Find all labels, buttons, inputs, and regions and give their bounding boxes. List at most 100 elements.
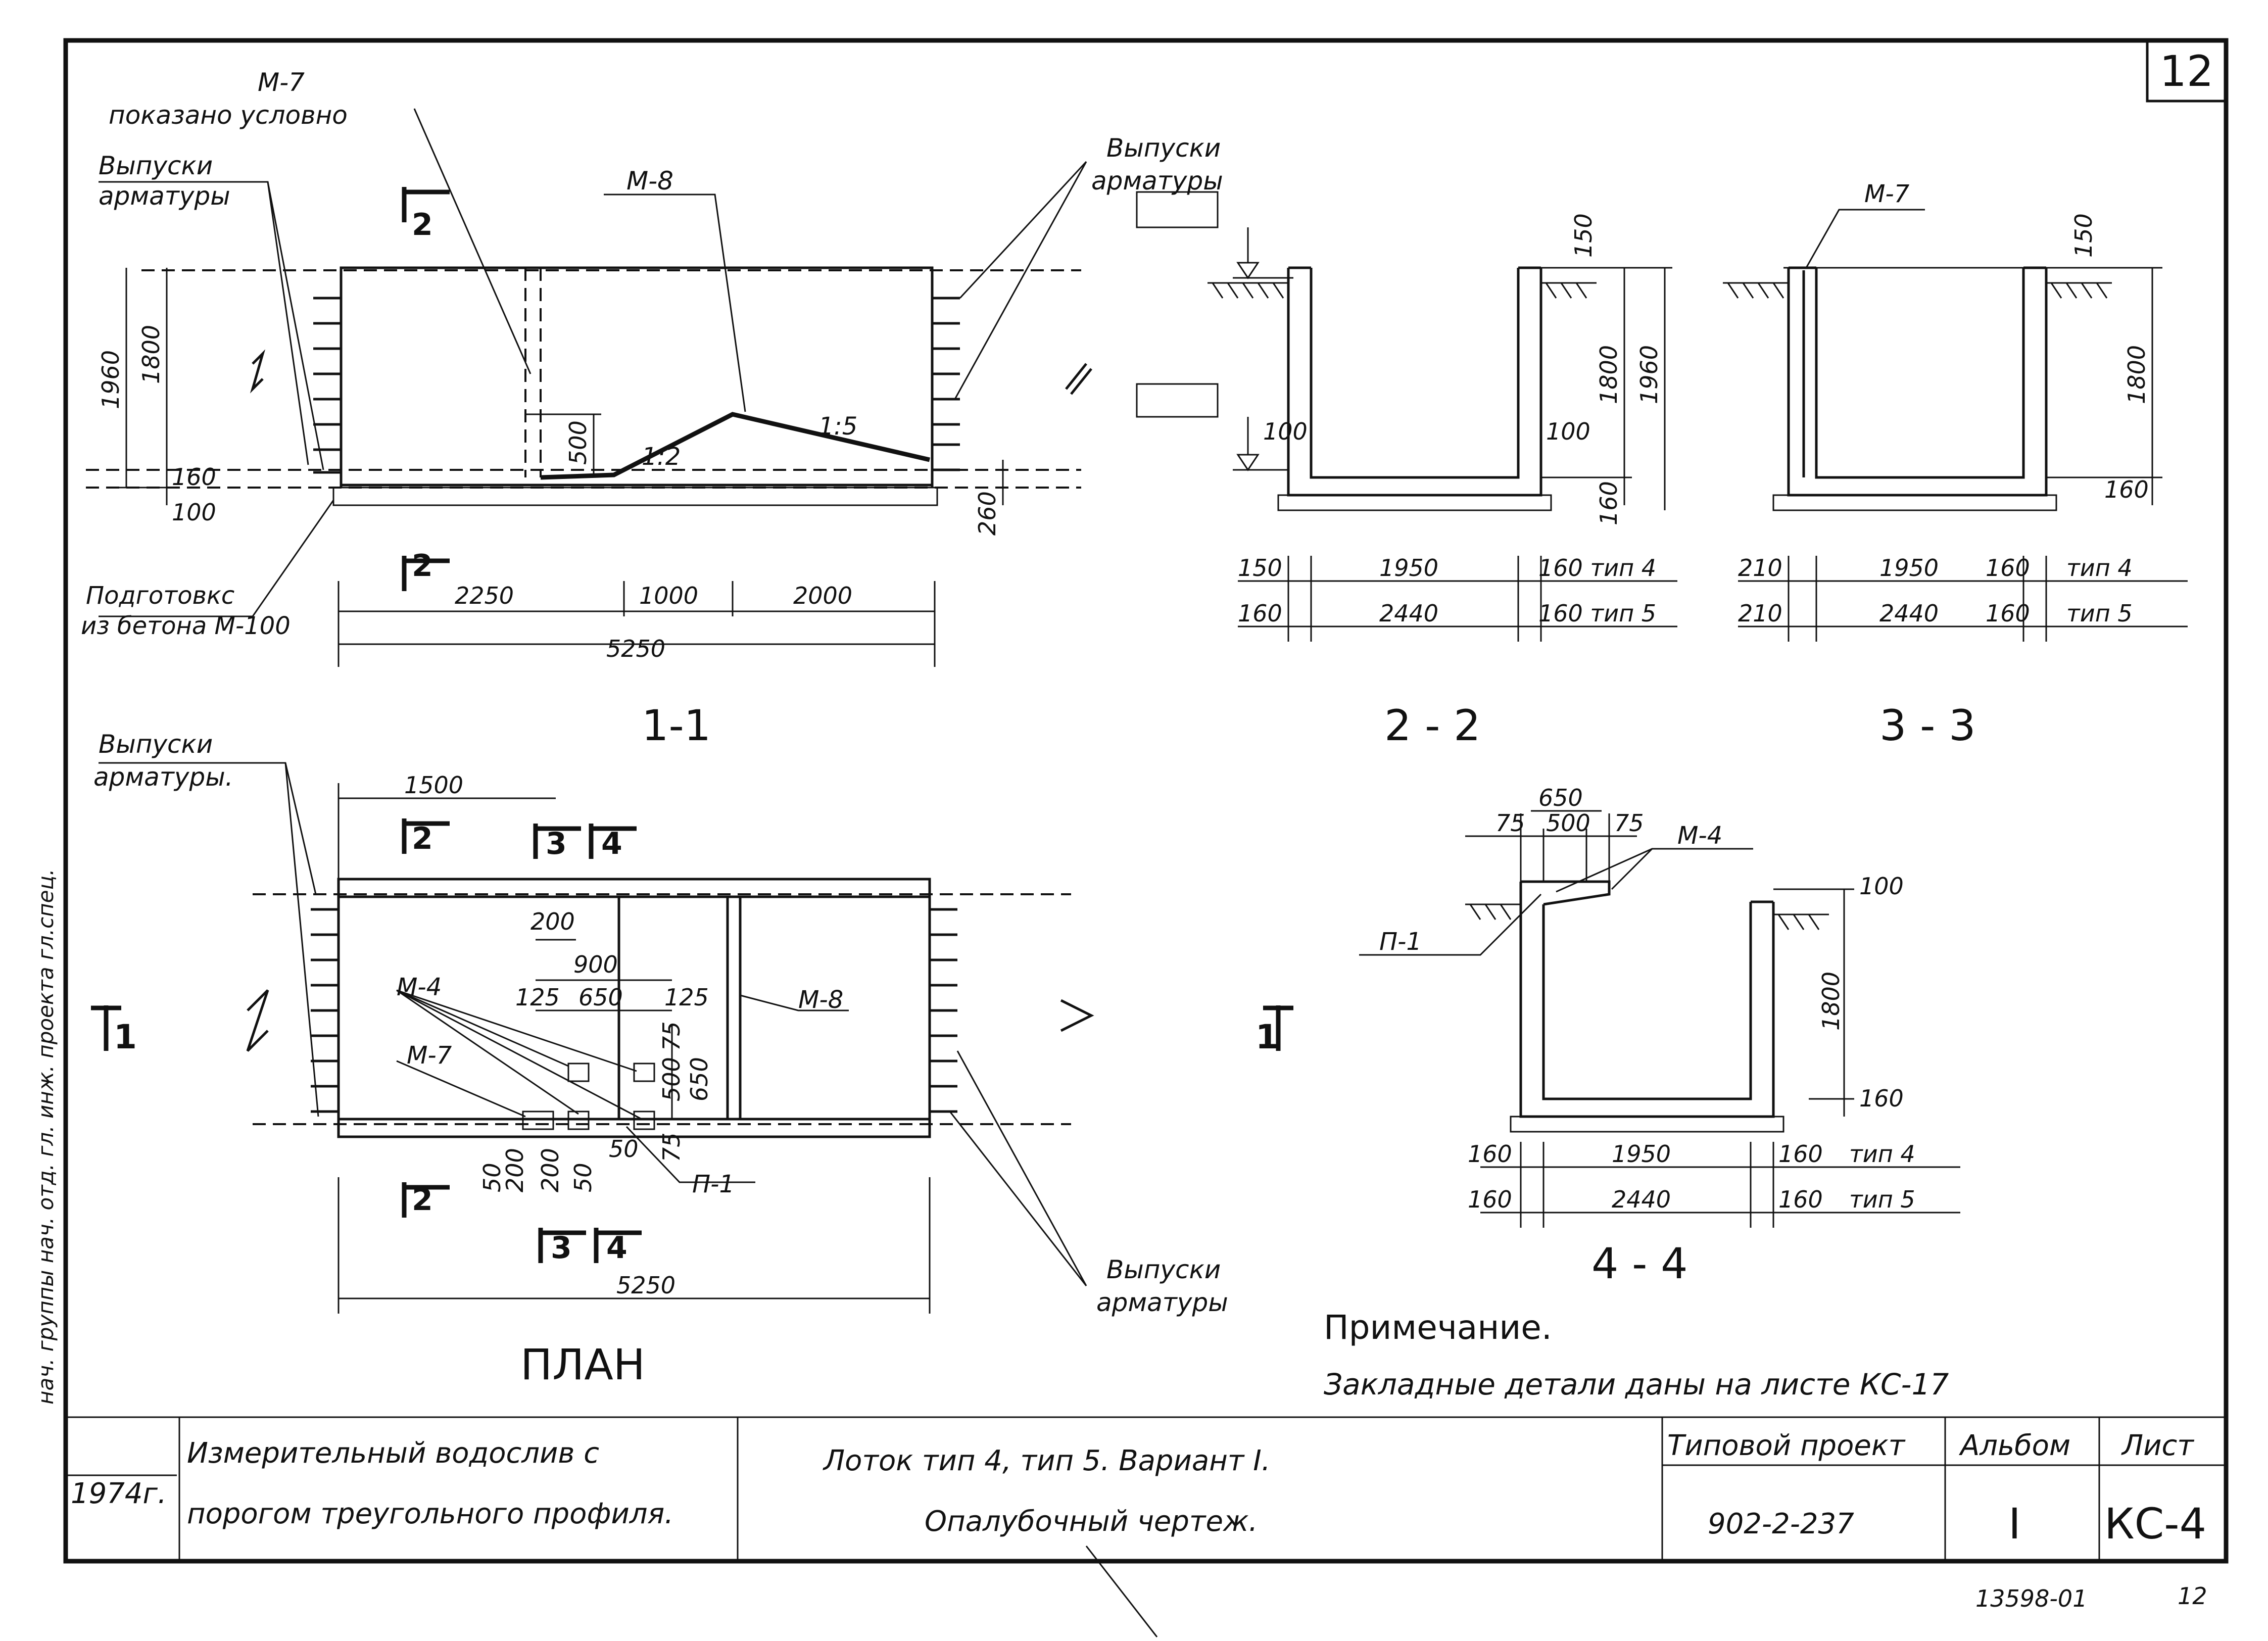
s22-r1-b: 1950 xyxy=(1379,554,1438,582)
plan-mark-3b: 3 xyxy=(551,1230,572,1266)
plan-dim-650: 650 xyxy=(578,984,623,1011)
m4-plan-label: М-4 xyxy=(397,973,442,1001)
plan-mark-3a: 3 xyxy=(546,826,567,861)
vypuski-plan-r1: Выпуски xyxy=(1106,1255,1221,1284)
stamp-project-label: Типовой проект xyxy=(1667,1429,1906,1462)
s33-r1-b: 1950 xyxy=(1879,554,1939,582)
s44-r2-b: 2440 xyxy=(1612,1186,1671,1213)
dim-5250: 5250 xyxy=(606,635,665,662)
stamp-title-1: Лоток тип 4, тип 5. Вариант I. xyxy=(823,1444,1271,1477)
m7-note-sub: показано условно xyxy=(109,101,348,130)
stamp-desc-2: порогом треугольного профиля. xyxy=(187,1498,673,1530)
s33-dim-160: 160 xyxy=(2104,476,2149,503)
section-2-2 xyxy=(1136,191,1677,642)
s44-dim-650: 650 xyxy=(1538,784,1583,811)
plan-b200a: 200 xyxy=(501,1148,528,1192)
plan-dim-500: 500 xyxy=(658,1057,685,1101)
m7-sec3-label: М-7 xyxy=(1864,180,1910,208)
m7-plan-label: М-7 xyxy=(407,1041,452,1070)
dim-2250: 2250 xyxy=(455,582,514,609)
dim-1800: 1800 xyxy=(137,325,165,384)
plan-mark-1-right: 1 xyxy=(1256,1018,1279,1056)
s22-r2-c: 160 тип 5 xyxy=(1538,600,1656,627)
dim-2000: 2000 xyxy=(793,582,852,609)
s22-dim-1960: 1960 xyxy=(1635,345,1663,404)
s44-dim-100: 100 xyxy=(1859,873,1904,900)
s44-r2-d: тип 5 xyxy=(1849,1186,1915,1213)
stamp-album-value: I xyxy=(2008,1499,2021,1549)
m4-sec4-label: М-4 xyxy=(1677,822,1722,850)
vypuski-plan-1: Выпуски xyxy=(99,730,213,759)
sheet-number: 12 xyxy=(2160,46,2214,96)
stamp-project-value: 902-2-237 xyxy=(1708,1508,1854,1540)
plan-mark-4b: 4 xyxy=(606,1230,628,1266)
dim-160: 160 xyxy=(172,463,216,491)
s22-r1-a: 150 xyxy=(1238,554,1282,582)
s44-dim-75b: 75 xyxy=(1614,809,1644,837)
p1-plan-label: П-1 xyxy=(692,1170,735,1198)
vypuski-right-1: Выпуски xyxy=(1106,133,1221,163)
s33-r2-a: 210 xyxy=(1738,600,1782,627)
stamp-title-2: Опалубочный чертеж. xyxy=(925,1505,1258,1538)
s44-dim-75a: 75 xyxy=(1495,809,1525,837)
side-strip: нач. группы нач. отд. гл. инж. проекта г… xyxy=(33,869,58,1405)
m8-plan-label: М-8 xyxy=(798,986,843,1014)
vypuski-plan-r2: арматуры xyxy=(1096,1288,1228,1317)
note-title: Примечание. xyxy=(1324,1308,1552,1347)
dim-1000: 1000 xyxy=(639,582,698,609)
sheet-frame xyxy=(63,38,2229,1564)
note-text: Закладные детали даны на листе КС-17 xyxy=(1324,1367,1949,1402)
s33-dim-150: 150 xyxy=(2070,213,2097,258)
stamp-desc-1: Измерительный водослив с xyxy=(187,1437,599,1470)
section-3-3 xyxy=(1723,209,2188,642)
s22-dim-150: 150 xyxy=(1570,213,1597,258)
s44-r1-b: 1950 xyxy=(1612,1140,1671,1168)
plan-dim-200: 200 xyxy=(530,908,575,935)
plan-mark-4a: 4 xyxy=(601,826,622,861)
plan-dim-650v: 650 xyxy=(686,1057,713,1101)
s22-dim-100b: 100 xyxy=(1546,418,1590,445)
s44-r1-a: 160 xyxy=(1468,1140,1512,1168)
plan-b200b: 200 xyxy=(537,1148,564,1192)
plan-dim-125b: 125 xyxy=(664,984,709,1011)
m7-note-title: М-7 xyxy=(258,68,305,97)
plan-mark-1-left: 1 xyxy=(114,1018,137,1056)
s44-r1-d: тип 4 xyxy=(1849,1140,1915,1168)
footer-page: 12 xyxy=(2178,1582,2207,1610)
vypuski-right-2: арматуры xyxy=(1091,166,1223,196)
s22-r2-a: 160 xyxy=(1238,600,1282,627)
stamp-sheet-value: КС-4 xyxy=(2104,1499,2206,1549)
s22-dim-100a: 100 xyxy=(1263,418,1308,445)
s33-r2-c: 160 xyxy=(1986,600,2030,627)
vypuski-left-2: арматуры xyxy=(99,181,230,211)
section-title-4-4: 4 - 4 xyxy=(1591,1239,1688,1288)
s22-dim-1800: 1800 xyxy=(1595,345,1622,404)
plan-mark-2b: 2 xyxy=(412,1182,433,1218)
s44-dim-1800: 1800 xyxy=(1817,972,1845,1031)
dim-1960: 1960 xyxy=(97,350,124,409)
section-4-4 xyxy=(1359,810,1960,1228)
s33-r1-a: 210 xyxy=(1738,554,1782,582)
section-1-1 xyxy=(86,108,1092,667)
plan-b50b: 50 xyxy=(569,1163,597,1192)
p1-sec4-label: П-1 xyxy=(1379,928,1422,956)
plan-dim-5250: 5250 xyxy=(616,1272,675,1299)
section-title-2-2: 2 - 2 xyxy=(1384,701,1481,750)
stamp-album-label: Альбом xyxy=(1959,1429,2070,1462)
plan-dim-900: 900 xyxy=(573,951,618,978)
section-mark-2-top: 2 xyxy=(412,207,433,243)
plan-view xyxy=(91,762,1293,1314)
s44-dim-500: 500 xyxy=(1546,809,1590,837)
s33-r1-c: 160 xyxy=(1986,554,2030,582)
s44-dim-160: 160 xyxy=(1859,1085,1904,1112)
stamp-year: 1974г. xyxy=(71,1477,167,1510)
plan-mark-2a: 2 xyxy=(412,821,433,856)
dim-100: 100 xyxy=(172,499,216,526)
slope-1-5: 1:5 xyxy=(818,412,857,441)
s22-dim-160: 160 xyxy=(1595,481,1622,525)
m8-top-label: М-8 xyxy=(626,166,673,196)
s33-r2-d: тип 5 xyxy=(2066,600,2133,627)
footer-code: 13598-01 xyxy=(1975,1585,2087,1612)
stamp-sheet-label: Лист xyxy=(2121,1429,2194,1462)
plan-title: ПЛАН xyxy=(520,1340,645,1389)
